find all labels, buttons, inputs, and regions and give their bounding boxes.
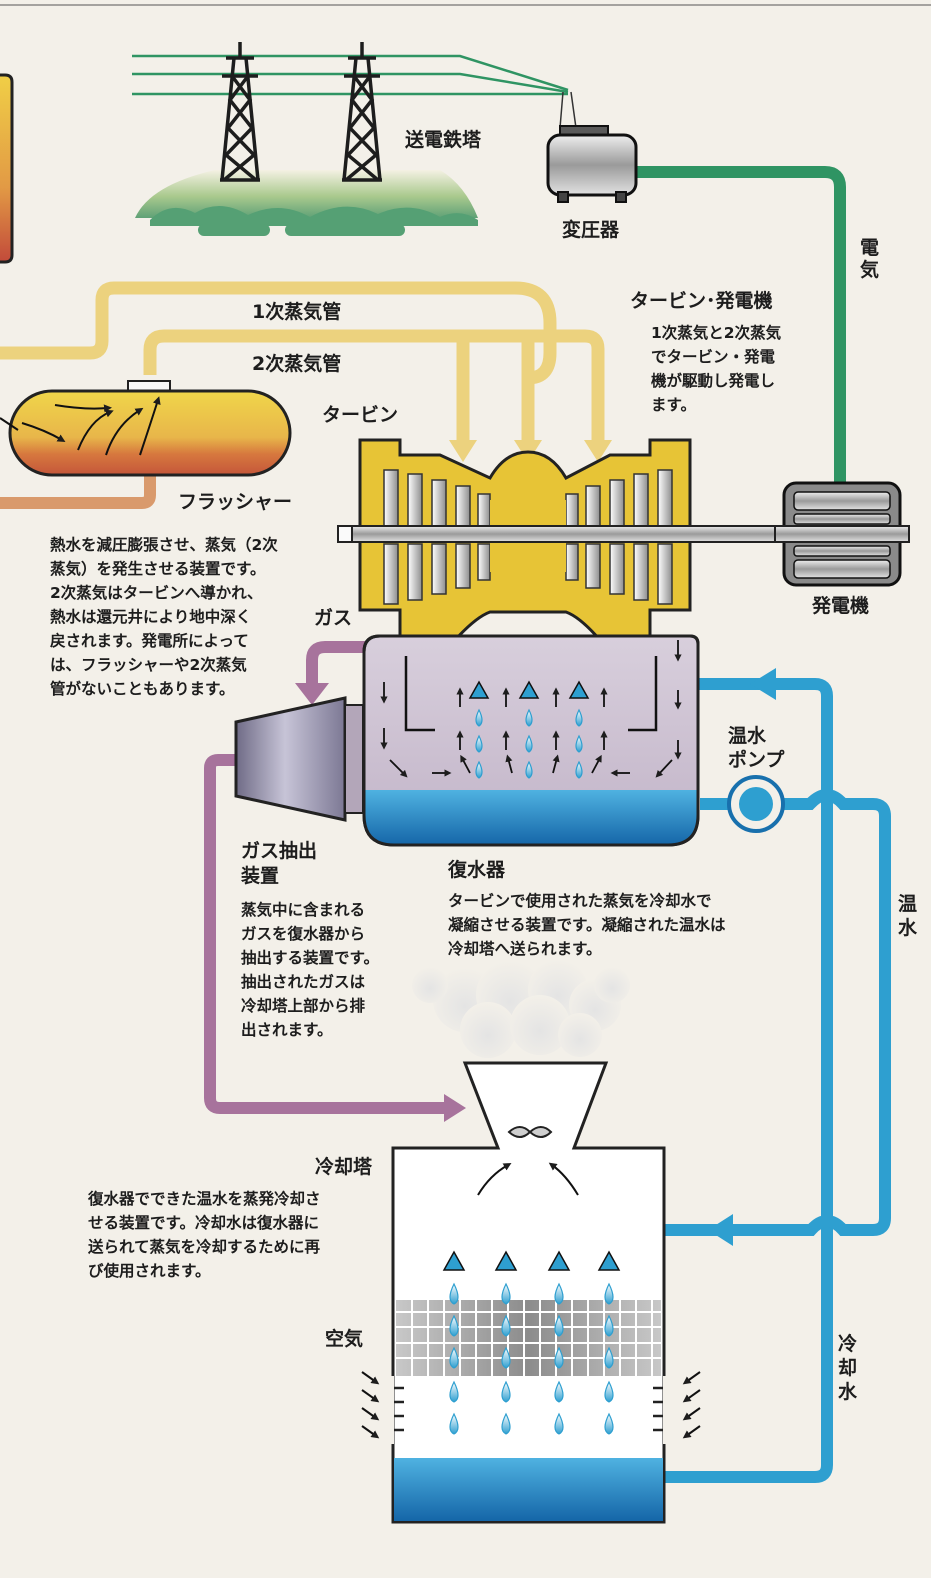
ge-desc-line-1: 蒸気中に含まれる	[241, 900, 365, 919]
flasher-desc-line-5: 戻されます。発電所によって	[49, 631, 249, 650]
cond-desc-line-1: タービンで使用された蒸気を冷却水で	[448, 891, 712, 910]
electricity-label-1: 電	[860, 237, 879, 259]
cooling-water-pipe	[425, 678, 833, 1483]
turbine-generator-description: 1次蒸気と2次蒸気 でタービン・発電 機が駆動し発電し ます。	[651, 323, 782, 414]
cond-desc-line-2: 凝縮させる装置です。凝縮された温水は	[448, 915, 726, 934]
air-inlet-arrows-left	[361, 1371, 380, 1439]
flasher-tank	[8, 380, 292, 477]
gas-extractor-label-2: 装置	[240, 864, 279, 887]
gas-extractor	[234, 696, 364, 822]
secondary-steam-pipe	[143, 329, 605, 445]
air-inlet-arrows-right	[682, 1371, 701, 1439]
steam-arrow-right	[584, 440, 612, 462]
steam-arrow-left	[449, 440, 477, 462]
flasher-desc-line-3: 2次蒸気はタービンへ導かれ、	[50, 583, 262, 602]
turbine-generator-label: タービン･発電機	[630, 289, 773, 312]
ge-desc-line-3: 抽出する装置です。	[241, 948, 379, 967]
tower-label: 送電鉄塔	[405, 128, 482, 151]
condenser-label: 復水器	[447, 858, 506, 881]
tg-desc-line-1: 1次蒸気と2次蒸気	[651, 323, 782, 342]
flasher-desc-line-4: 熱水は還元井により地中深く	[50, 607, 251, 626]
flasher-description: 熱水を減圧膨張させ、蒸気（2次 蒸気）を発生させる装置です。 2次蒸気はタービン…	[49, 535, 278, 698]
generator	[774, 481, 910, 587]
ct-desc-line-4: び使用されます。	[88, 1261, 210, 1280]
air-label: 空気	[325, 1327, 363, 1350]
flasher-desc-line-6: は、フラッシャーや2次蒸気	[50, 655, 247, 674]
hill-base-left	[198, 224, 270, 236]
electric-line	[636, 166, 846, 488]
hot-water-label-2: 水	[898, 917, 918, 939]
primary-steam-pipe	[0, 281, 557, 360]
hill-base-right	[285, 224, 405, 236]
cooling-tower-label: 冷却塔	[315, 1155, 373, 1178]
pump-label-2: ポンプ	[728, 748, 785, 771]
hot-water-pipe	[426, 789, 891, 1236]
cooling-tower-description: 復水器でできた温水を蒸発冷却さ せる装置です。冷却水は復水器に 送られて蒸気を冷…	[87, 1189, 321, 1280]
ge-desc-line-5: 冷却塔上部から排	[241, 996, 366, 1015]
flasher-desc-line-2: 蒸気）を発生させる装置です。	[50, 559, 265, 578]
hot-water-label-1: 温	[898, 893, 917, 915]
steam-join	[527, 352, 557, 385]
condenser-description: タービンで使用された蒸気を冷却水で 凝縮させる装置です。凝縮された温水は 冷却塔…	[448, 891, 726, 958]
ge-desc-line-4: 抽出されたガスは	[241, 972, 366, 991]
turbine-label: タービン	[322, 404, 398, 426]
cond-desc-line-3: 冷却塔へ送られます。	[448, 939, 601, 958]
transmission-tower-right	[342, 42, 382, 182]
gas-arrow	[295, 683, 329, 705]
reservoir-panel	[0, 73, 14, 264]
cooling-water-arrow	[750, 668, 776, 700]
transformer-label: 変圧器	[562, 218, 620, 241]
hill-trees	[150, 205, 478, 226]
brine-pipe	[0, 460, 156, 509]
tg-desc-line-3: 機が駆動し発電し	[651, 371, 775, 390]
cooling-water-label-3: 水	[838, 1381, 858, 1403]
gas-label: ガス	[314, 607, 352, 629]
flasher-desc-line-1: 熱水を減圧膨張させ、蒸気（2次	[50, 535, 278, 554]
gas-extractor-label-1: ガス抽出	[241, 839, 317, 862]
ct-desc-line-3: 送られて蒸気を冷却するために再	[87, 1237, 321, 1256]
pump-core	[739, 787, 773, 821]
ge-desc-line-6: 出されます。	[241, 1020, 332, 1039]
generator-label: 発電機	[811, 594, 869, 617]
cooling-water-label-1: 冷	[838, 1332, 857, 1355]
pump-label-1: 温水	[728, 725, 767, 747]
secondary-steam-label: 2次蒸気管	[252, 352, 341, 375]
gas-exhaust-pipe	[204, 754, 448, 1114]
tg-desc-line-2: でタービン・発電	[651, 347, 776, 366]
transmission-tower-left	[220, 42, 260, 182]
condenser	[362, 634, 700, 847]
electricity-label-2: 気	[860, 258, 879, 281]
flasher-desc-line-7: 管がないこともあります。	[50, 679, 234, 698]
cooling-water-label-2: 却	[838, 1357, 857, 1379]
flasher-inlet-arrow	[0, 417, 19, 431]
tg-desc-line-4: ます。	[651, 396, 696, 414]
cooling-tower	[388, 1061, 669, 1524]
ge-desc-line-2: ガスを復水器から	[241, 924, 365, 943]
ct-desc-line-1: 復水器でできた温水を蒸発冷却さ	[87, 1189, 321, 1208]
ct-desc-line-2: せる装置です。冷却水は復水器に	[88, 1213, 319, 1232]
gas-extractor-description: 蒸気中に含まれる ガスを復水器から 抽出する装置です。 抽出されたガスは 冷却塔…	[241, 900, 379, 1039]
hot-water-arrow	[708, 1214, 733, 1246]
shaft-end	[337, 525, 353, 543]
transformer	[546, 125, 638, 203]
primary-steam-label: 1次蒸気管	[252, 300, 341, 323]
flasher-label: フラッシャー	[178, 491, 292, 513]
gas-pipe	[306, 641, 557, 690]
steam-cloud	[412, 960, 630, 1058]
gas-exhaust-arrow	[444, 1094, 466, 1122]
transformer-wires	[559, 91, 577, 129]
